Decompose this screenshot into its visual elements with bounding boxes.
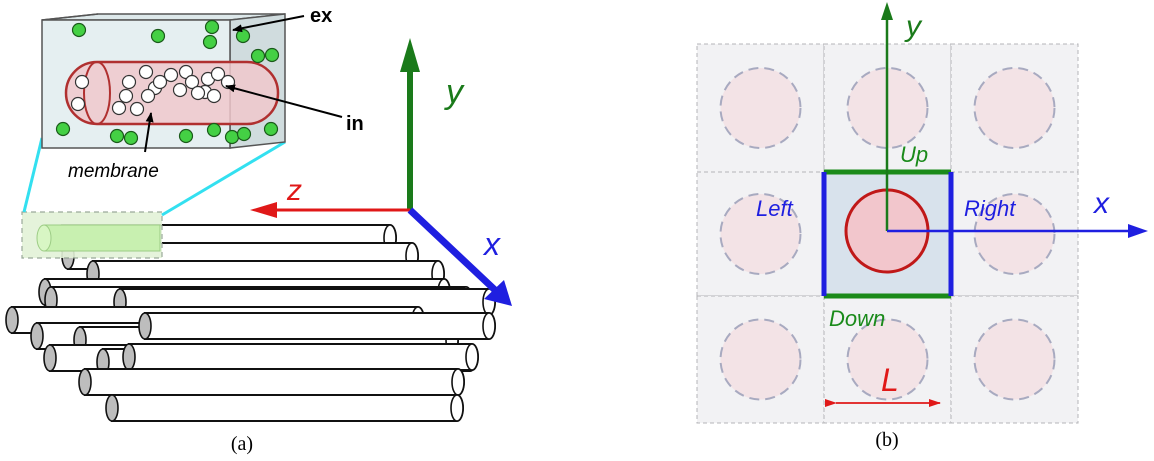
ex-particle <box>206 122 222 138</box>
axis-label-z: z <box>286 174 302 207</box>
in-particle <box>74 74 90 90</box>
label-ex: ex <box>310 5 332 27</box>
extracellular-particles <box>55 19 280 146</box>
in-particle <box>138 64 154 80</box>
ex-particle <box>263 121 279 137</box>
in-particle <box>118 88 134 104</box>
label-in: in <box>346 113 364 135</box>
ex-particle <box>71 22 87 38</box>
caption-a: (a) <box>231 433 253 455</box>
axis-label-x-3d: x <box>482 226 501 262</box>
in-particle <box>190 85 206 101</box>
in-particle <box>70 96 86 112</box>
panel-b: y x Up Down Left Right L (b) <box>696 2 1148 451</box>
neighbor-cell <box>696 171 825 297</box>
fiber-tube <box>78 368 465 396</box>
in-particle <box>140 88 156 104</box>
ex-particle <box>109 128 125 144</box>
label-left: Left <box>756 196 794 221</box>
in-particle <box>206 88 222 104</box>
in-particle <box>111 100 127 116</box>
zoom-connector-left <box>22 137 44 213</box>
in-pointer-arrow <box>225 84 343 118</box>
ex-particle <box>250 48 266 64</box>
zoom-connector-right <box>161 140 286 217</box>
ex-particle <box>224 129 240 145</box>
ex-particle <box>204 19 220 35</box>
label-right: Right <box>964 196 1016 221</box>
ex-particle <box>123 130 139 146</box>
in-particle <box>121 74 137 90</box>
caption-b: (b) <box>875 429 898 451</box>
intracellular-particles <box>70 64 236 117</box>
ex-particle <box>150 28 166 44</box>
label-membrane: membrane <box>68 161 159 182</box>
ex-particle <box>235 28 251 44</box>
highlighted-fiber <box>21 211 163 259</box>
axes-3d <box>250 38 512 306</box>
fiber-tube <box>122 343 479 371</box>
membrane-pointer-arrow <box>144 112 154 153</box>
label-up: Up <box>900 142 928 167</box>
neighbor-cell <box>950 295 1079 424</box>
axis-label-y-2d: y <box>904 10 923 43</box>
neighbor-cell <box>950 43 1079 173</box>
neighbor-cell <box>696 43 825 173</box>
fiber-bundle <box>5 224 496 422</box>
panel-a: ex in membrane y z x (a) <box>5 5 512 455</box>
neighbor-cell <box>950 171 1079 297</box>
in-particle <box>152 74 168 90</box>
ex-particle <box>202 34 218 50</box>
in-particle <box>210 66 226 82</box>
neighbor-cell <box>696 295 825 424</box>
axis-label-x-2d: x <box>1092 187 1110 220</box>
axis-label-y-3d: y <box>444 73 465 111</box>
ex-pointer-arrow <box>232 15 305 33</box>
ex-particle <box>55 121 71 137</box>
in-particle <box>184 74 200 90</box>
in-particle <box>172 82 188 98</box>
fiber-tube <box>105 394 464 422</box>
in-particle <box>129 101 145 117</box>
label-l: L <box>881 362 899 398</box>
label-down: Down <box>829 306 885 331</box>
ex-particle <box>236 126 252 142</box>
ex-particle <box>178 128 194 144</box>
fiber-tube <box>138 312 496 340</box>
axes-2d <box>881 2 1148 238</box>
ex-particle <box>264 47 280 63</box>
in-particle <box>163 67 179 83</box>
